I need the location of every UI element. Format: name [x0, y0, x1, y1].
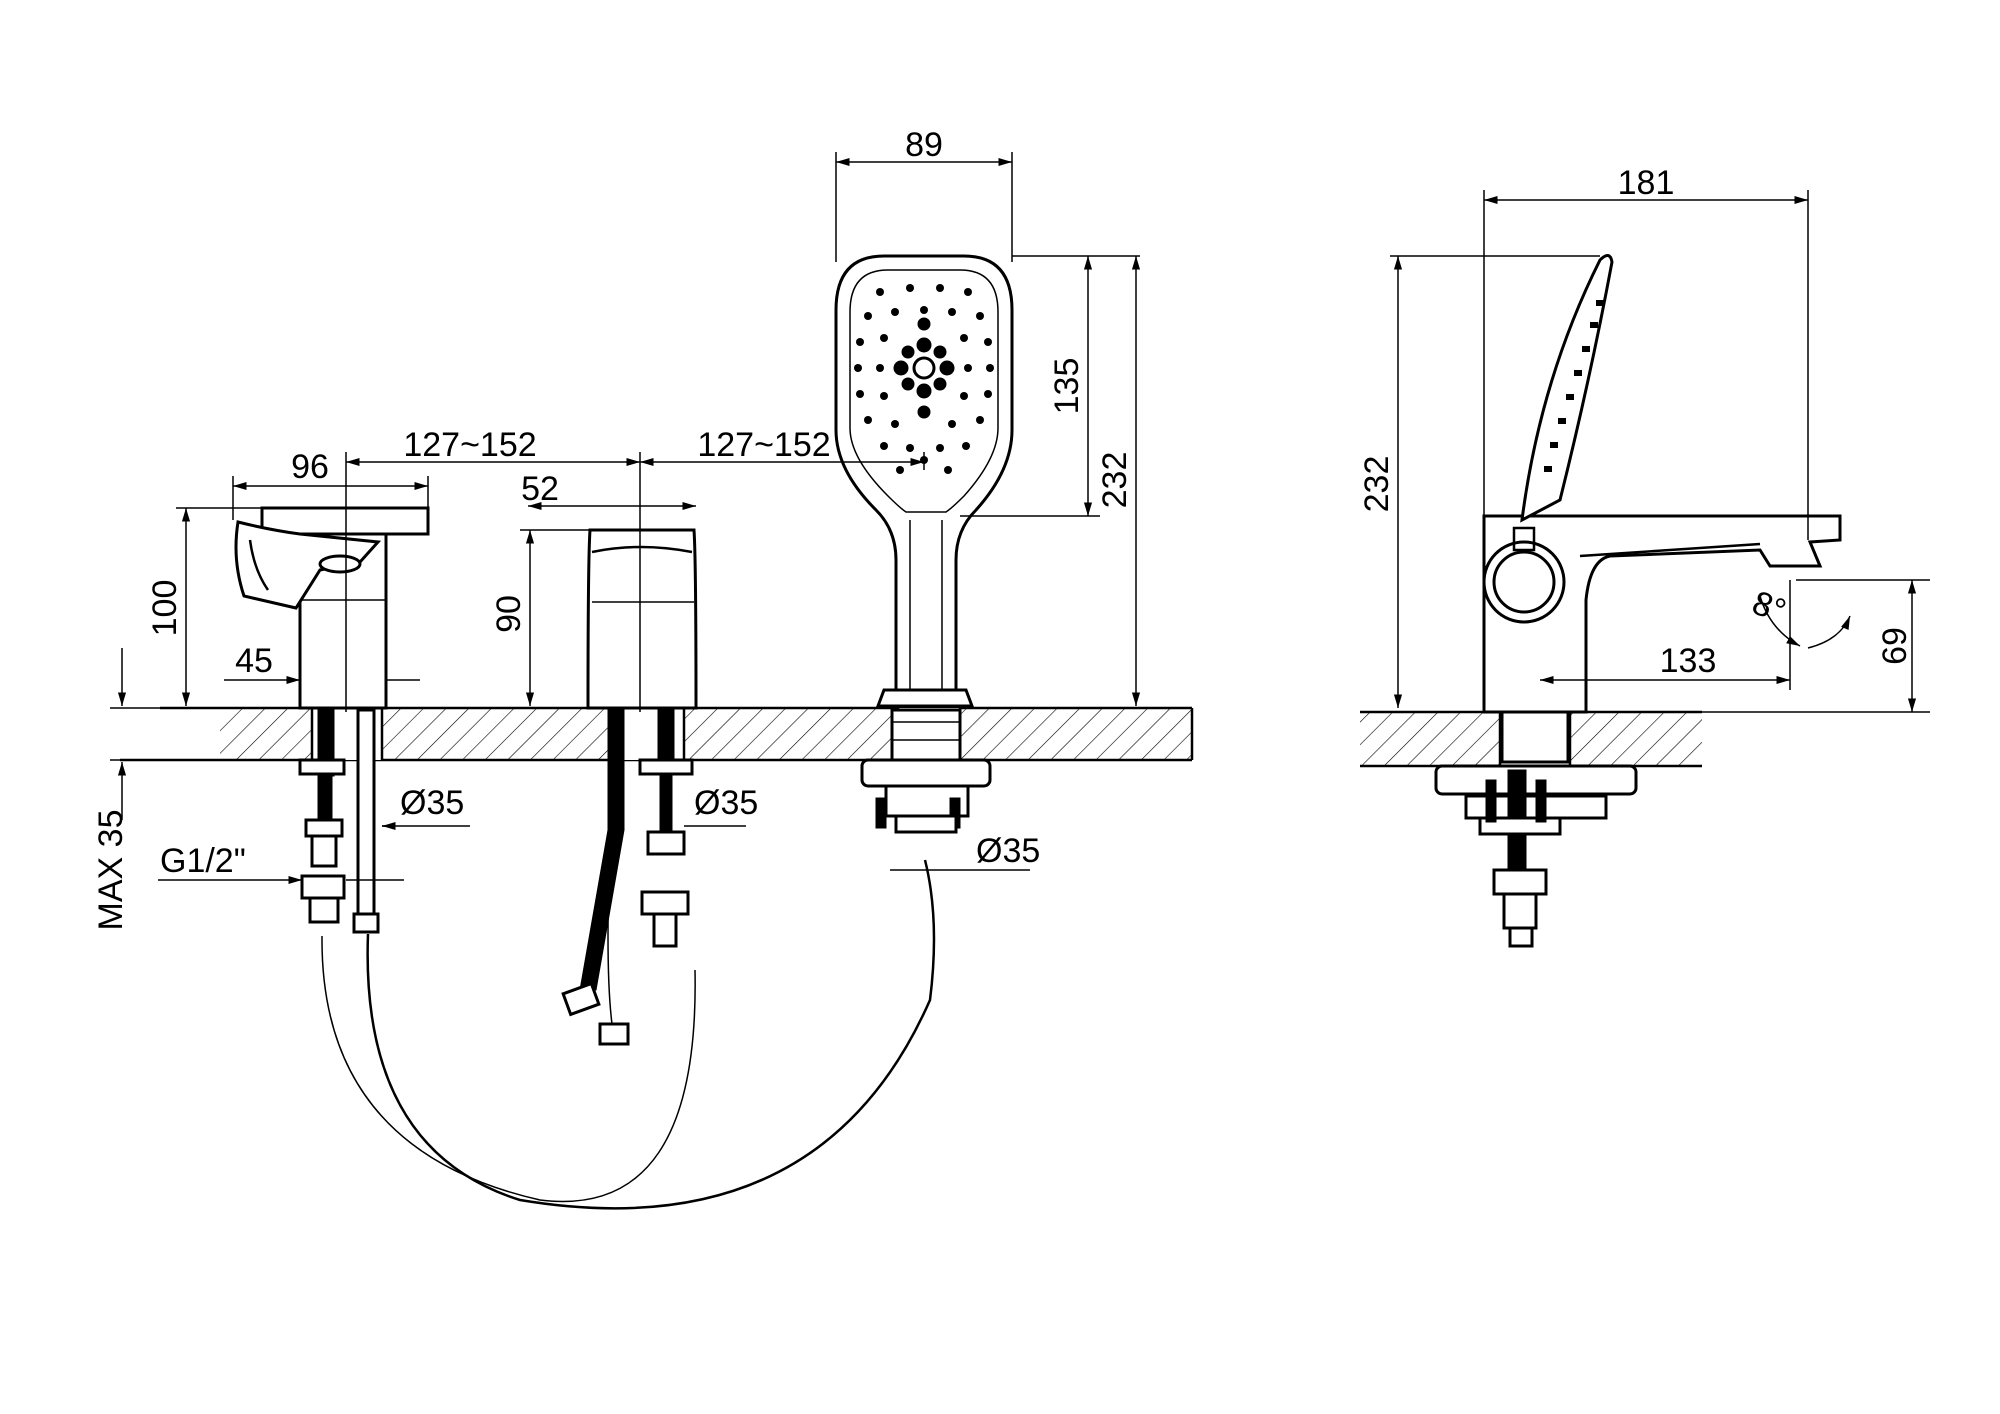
handshower-front — [834, 254, 1014, 834]
side-width-label: 181 — [1618, 164, 1675, 202]
side-dimension-texts: 181 232 133 69 8° — [1358, 164, 1914, 680]
spacing-left-label: 127~152 — [403, 426, 536, 464]
spout-side — [1434, 254, 1842, 948]
front-dimension-texts: 96 127~152 127~152 89 52 45 Ø35 Ø35 Ø35 … — [92, 126, 1134, 930]
mixer-offset-label: 45 — [235, 642, 273, 680]
mixer-body-front — [234, 506, 430, 710]
deck-front — [120, 706, 1194, 762]
hole-dia-2-label: Ø35 — [694, 784, 758, 822]
spout-block-width-label: 52 — [521, 470, 559, 508]
mixer-height-label: 100 — [146, 580, 184, 637]
spout-clearance-label: 69 — [1876, 627, 1914, 665]
handshower-width-label: 89 — [905, 126, 943, 164]
mixer-width-label: 96 — [291, 448, 329, 486]
thread-label: G1/2" — [160, 842, 246, 880]
hole-dia-1-label: Ø35 — [400, 784, 464, 822]
front-view: 96 127~152 127~152 89 52 45 Ø35 Ø35 Ø35 … — [92, 126, 1194, 1210]
front-dimension-lines — [110, 152, 1141, 885]
mixer-pipes — [298, 708, 936, 1210]
spout-block-height-label: 90 — [490, 595, 528, 633]
side-height-label: 232 — [1358, 456, 1396, 513]
handshower-head-height-label: 135 — [1048, 358, 1086, 415]
spray-nozzles — [854, 284, 994, 474]
total-height-front-label: 232 — [1096, 452, 1134, 509]
spout-block-front — [561, 528, 698, 1046]
max-deck-label: MAX 35 — [92, 810, 130, 931]
spout-angle-label: 8° — [1747, 584, 1791, 631]
spacing-right-label: 127~152 — [697, 426, 830, 464]
center-nozzle-cluster — [893, 317, 955, 419]
spout-reach-label: 133 — [1660, 642, 1717, 680]
side-nozzles — [1544, 300, 1604, 472]
side-dimension-lines — [1390, 190, 1930, 713]
hole-dia-3-label: Ø35 — [976, 832, 1040, 870]
side-view: 181 232 133 69 8° — [1358, 164, 1930, 948]
